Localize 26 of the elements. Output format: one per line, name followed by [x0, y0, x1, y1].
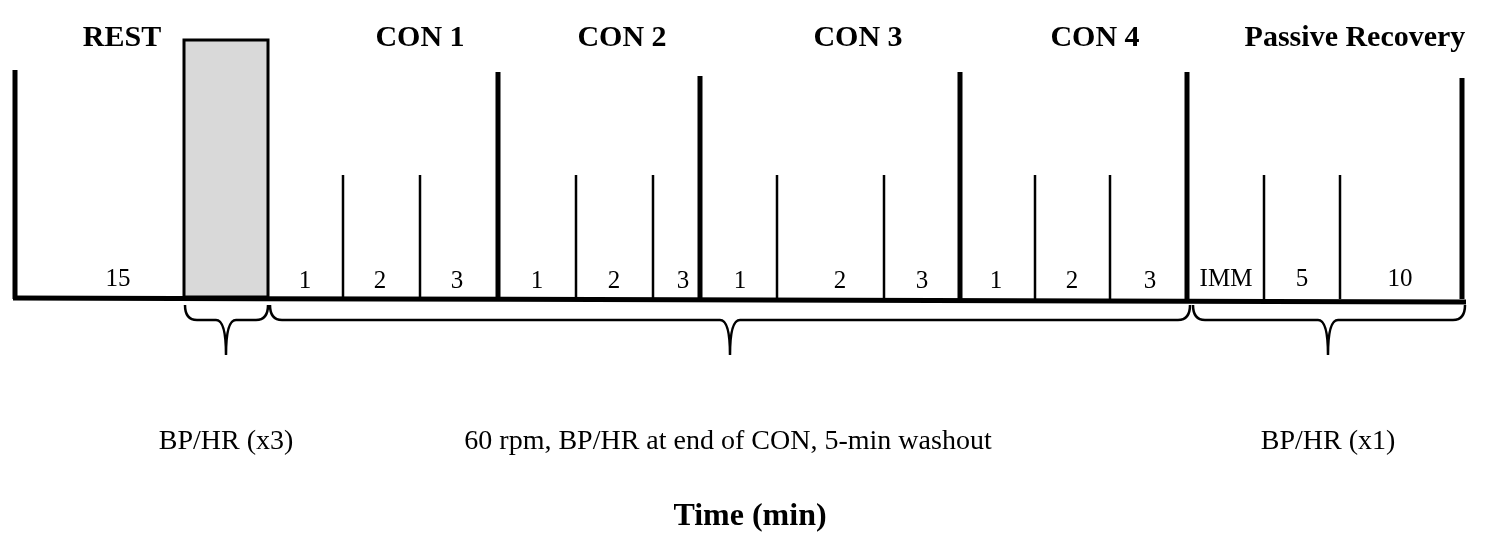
- minute-label: 3: [676, 266, 690, 294]
- minute-label: 3: [1143, 266, 1157, 294]
- phase-heading: CON 2: [577, 18, 667, 52]
- minute-label: 5: [1295, 264, 1309, 292]
- phase-heading: CON 4: [1050, 18, 1140, 52]
- annotation-text: 60 rpm, BP/HR at end of CON, 5-min washout: [464, 424, 992, 456]
- minute-label: 2: [833, 266, 847, 294]
- phase-heading: CON 1: [375, 18, 465, 52]
- axis-title: Time (min): [673, 497, 827, 533]
- minute-label: 3: [915, 266, 929, 294]
- phase-heading: Passive Recovery: [1244, 18, 1466, 52]
- annotation-text: BP/HR (x1): [1260, 424, 1396, 456]
- phase-heading: REST: [82, 18, 162, 52]
- minute-label: 1: [530, 266, 544, 294]
- annotation-text: BP/HR (x3): [158, 424, 294, 456]
- minute-label: 10: [1387, 264, 1413, 292]
- minute-label: IMM: [1199, 264, 1253, 292]
- phase-heading: CON 3: [813, 18, 903, 52]
- minute-label: 2: [1065, 266, 1079, 294]
- minute-label: 1: [989, 266, 1003, 294]
- minute-label: 15: [105, 264, 131, 292]
- minute-label: 2: [373, 266, 387, 294]
- minute-label: 3: [450, 266, 464, 294]
- minute-label: 1: [298, 266, 312, 294]
- minute-label: 2: [607, 266, 621, 294]
- minute-label: 1: [733, 266, 747, 294]
